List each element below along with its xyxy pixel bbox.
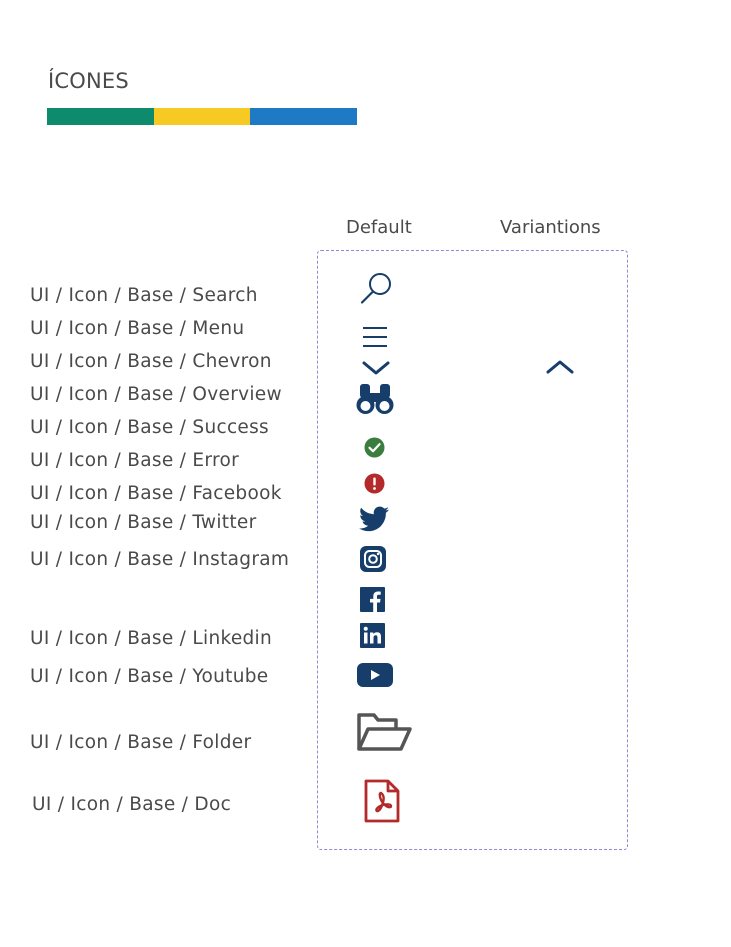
row-label-doc: UI / Icon / Base / Doc: [32, 794, 232, 815]
row-label-folder: UI / Icon / Base / Folder: [30, 732, 252, 753]
row-label-overview: UI / Icon / Base / Overview: [30, 384, 282, 405]
row-label-chevron: UI / Icon / Base / Chevron: [30, 351, 272, 372]
check-circle-icon: [364, 437, 385, 458]
facebook-icon: [360, 587, 385, 612]
binoculars-icon: [356, 383, 394, 415]
brand-color-bar: [47, 108, 357, 125]
color-bar-green: [47, 108, 154, 125]
column-header-variations: Variantions: [500, 217, 601, 238]
row-label-success: UI / Icon / Base / Success: [30, 417, 269, 438]
row-label-error: UI / Icon / Base / Error: [30, 450, 239, 471]
youtube-icon: [357, 663, 393, 687]
row-label-linkedin: UI / Icon / Base / Linkedin: [30, 628, 273, 649]
color-bar-blue: [250, 108, 357, 125]
row-label-search: UI / Icon / Base / Search: [30, 285, 258, 306]
pdf-doc-icon: [364, 779, 400, 823]
color-bar-yellow: [154, 108, 250, 125]
chevron-down-icon: [362, 361, 390, 375]
linkedin-icon: [360, 623, 385, 648]
row-label-facebook: UI / Icon / Base / Facebook: [30, 483, 282, 504]
row-label-youtube: UI / Icon / Base / Youtube: [30, 666, 269, 687]
menu-icon: [362, 326, 388, 348]
twitter-icon: [359, 506, 389, 532]
instagram-icon: [360, 546, 386, 572]
row-label-instagram: UI / Icon / Base / Instagram: [30, 549, 290, 570]
chevron-up-icon: [546, 360, 574, 374]
column-header-default: Default: [346, 217, 412, 238]
search-icon: [360, 271, 394, 305]
component-frame: [317, 250, 628, 850]
exclamation-circle-icon: [364, 473, 385, 494]
row-label-menu: UI / Icon / Base / Menu: [30, 318, 245, 339]
page-title: ÍCONES: [48, 69, 129, 93]
folder-icon: [356, 711, 412, 753]
row-label-twitter: UI / Icon / Base / Twitter: [30, 512, 257, 533]
